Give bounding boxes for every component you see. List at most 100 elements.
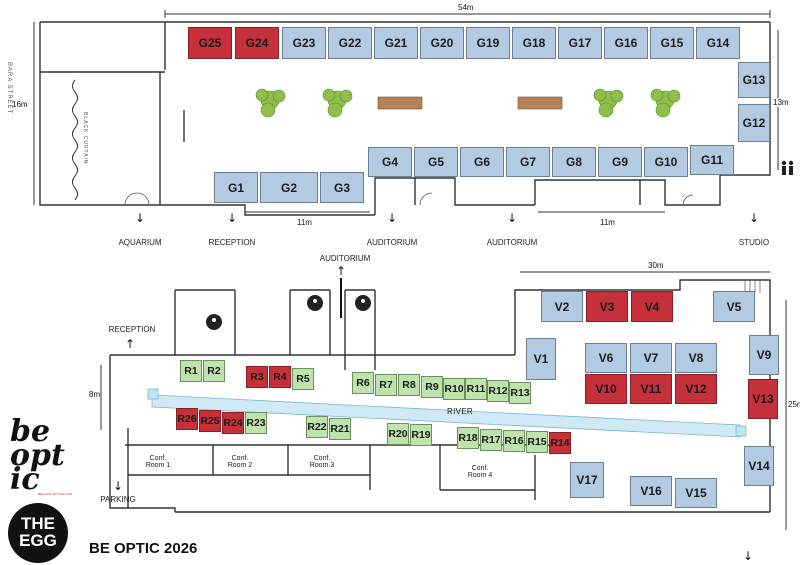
booth-r11: R11 <box>465 378 487 400</box>
street-name: BARA STREET <box>6 62 12 115</box>
booth-r14: R14 <box>549 432 571 454</box>
conference-room: Conf.Room 3 <box>309 455 335 469</box>
booth-r4: R4 <box>269 366 291 388</box>
booth-g9: G9 <box>598 147 642 177</box>
arrow-down-icon: ↓ <box>748 211 760 225</box>
booth-v12: V12 <box>675 374 717 404</box>
booth-v14: V14 <box>744 446 774 486</box>
booth-g20: G20 <box>420 27 464 59</box>
measure-side-bottom: 25m <box>788 400 800 409</box>
measure-width: 30m <box>648 261 664 270</box>
measure-side: 13m <box>773 98 789 107</box>
arrow-down-icon: ↓ <box>742 549 754 563</box>
curtain-label: BLACK CURTAIN <box>82 112 88 165</box>
booth-r15: R15 <box>526 431 548 453</box>
booth-v13: V13 <box>748 379 778 419</box>
booth-r2: R2 <box>203 360 225 382</box>
booth-v6: V6 <box>585 343 627 373</box>
arrow-down-icon: ↓ <box>506 211 518 225</box>
booth-r16: R16 <box>503 430 525 452</box>
booth-g10: G10 <box>644 147 688 177</box>
booth-r8: R8 <box>398 374 420 396</box>
booth-g4: G4 <box>368 147 412 177</box>
conference-room: Conf.Room 1 <box>145 455 171 469</box>
booth-v9: V9 <box>749 335 779 375</box>
exit-label: STUDIO <box>738 238 770 247</box>
booth-g22: G22 <box>328 27 372 59</box>
booth-r3: R3 <box>246 366 268 388</box>
booth-g1: G1 <box>214 172 258 203</box>
booth-g6: G6 <box>460 147 504 177</box>
booth-g23: G23 <box>282 27 326 59</box>
booth-r20: R20 <box>387 423 409 445</box>
booth-r9: R9 <box>421 376 443 398</box>
booth-v7: V7 <box>630 343 672 373</box>
booth-g13: G13 <box>738 62 770 98</box>
page-title: BE OPTIC 2026 <box>89 540 198 557</box>
booth-g12: G12 <box>738 104 770 142</box>
booth-g7: G7 <box>506 147 550 177</box>
booth-r6: R6 <box>352 372 374 394</box>
booth-v17: V17 <box>570 462 604 498</box>
booth-v16: V16 <box>630 476 672 506</box>
booth-g24: G24 <box>235 27 279 59</box>
booth-r19: R19 <box>410 424 432 446</box>
be-optic-logo: be optic BELGIAN OPTICAL FAIR <box>10 414 73 497</box>
booth-r26: R26 <box>176 408 198 430</box>
booth-v2: V2 <box>541 291 583 322</box>
arrow-up-icon: ↑ <box>335 264 347 278</box>
the-egg-logo: THE EGG <box>8 503 68 563</box>
booth-g14: G14 <box>696 27 740 59</box>
booth-v11: V11 <box>630 374 672 404</box>
booth-v8: V8 <box>675 343 717 373</box>
exit-auditorium: AUDITORIUM <box>319 254 371 263</box>
booth-v10: V10 <box>585 374 627 404</box>
exit-label: AQUARIUM <box>118 238 162 247</box>
exit-reception: RECEPTION <box>108 325 156 334</box>
booth-g3: G3 <box>320 172 364 203</box>
booth-g8: G8 <box>552 147 596 177</box>
arrow-down-icon: ↓ <box>386 211 398 225</box>
measure-height-bottom: 8m <box>89 390 101 399</box>
booth-v1: V1 <box>526 338 556 380</box>
exit-label: AUDITORIUM <box>486 238 538 247</box>
exit-label: RECEPTION <box>208 238 256 247</box>
arrow-down-icon: ↓ <box>226 211 238 225</box>
booth-g19: G19 <box>466 27 510 59</box>
booth-g17: G17 <box>558 27 602 59</box>
booth-r7: R7 <box>375 374 397 396</box>
booth-r13: R13 <box>509 382 531 404</box>
booth-v4: V4 <box>631 291 673 322</box>
exit-parking: PARKING <box>100 495 136 504</box>
booth-r23: R23 <box>245 412 267 434</box>
conference-room: Conf.Room 2 <box>227 455 253 469</box>
booth-g2: G2 <box>260 172 318 203</box>
arrow-down-icon: ↓ <box>112 479 124 493</box>
booth-g25: G25 <box>188 27 232 59</box>
conference-room: Conf.Room 4 <box>467 465 493 479</box>
measure-span-b: 11m <box>600 218 615 227</box>
booth-r17: R17 <box>480 429 502 451</box>
booth-r22: R22 <box>306 416 328 438</box>
booth-g16: G16 <box>604 27 648 59</box>
booth-r10: R10 <box>443 378 465 400</box>
booth-g21: G21 <box>374 27 418 59</box>
booth-v15: V15 <box>675 478 717 508</box>
measure-height: 16m <box>12 100 28 109</box>
arrow-up-icon: ↑ <box>124 337 136 351</box>
arrow-down-icon: ↓ <box>134 211 146 225</box>
river-label: RIVER <box>447 407 473 416</box>
measure-span-a: 11m <box>297 218 312 227</box>
booth-r12: R12 <box>487 380 509 402</box>
booth-g15: G15 <box>650 27 694 59</box>
booth-g18: G18 <box>512 27 556 59</box>
booth-g11: G11 <box>690 145 734 175</box>
booth-r24: R24 <box>222 412 244 434</box>
booth-g5: G5 <box>414 147 458 177</box>
booth-r1: R1 <box>180 360 202 382</box>
measure-length: 54m <box>458 3 474 12</box>
booth-r5: R5 <box>292 368 314 390</box>
booth-v3: V3 <box>586 291 628 322</box>
